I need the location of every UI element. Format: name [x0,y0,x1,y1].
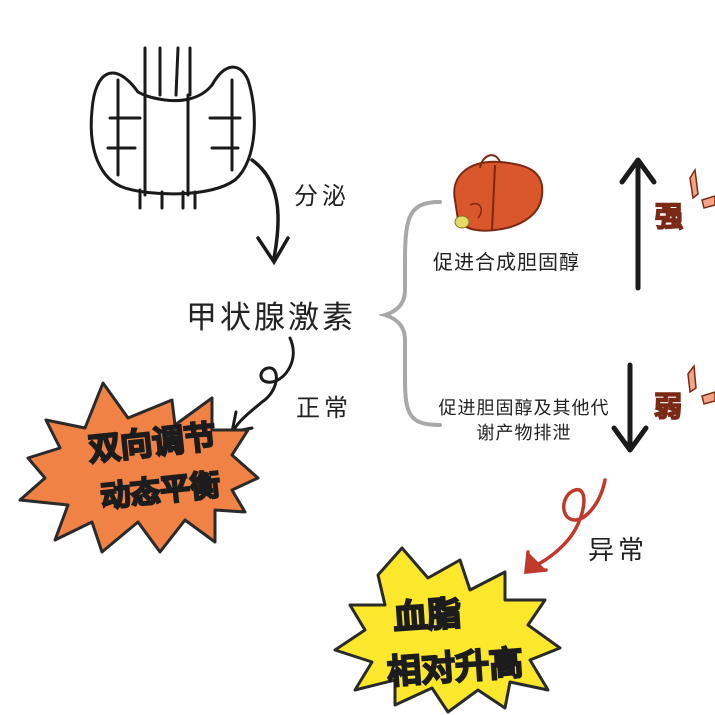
center-label: 甲状腺激素 [186,300,356,336]
down-arrow [611,362,649,453]
branch-brace [378,200,442,427]
up-arrow [619,157,657,291]
thyroid-icon [89,46,256,210]
branch-top-text: 促进合成胆固醇 [433,250,580,274]
liver-icon [453,154,544,232]
abnormal-curl-arrow [524,478,607,574]
tag-strong: 强 [654,199,684,234]
secrete-label: 分泌 [294,182,350,210]
tag-marks [687,167,715,405]
branch-bottom-text: 促进胆固醇及其他代谢产物排泄 [438,398,610,444]
yellow-burst-line1: 血脂 [391,593,464,640]
yellow-burst [333,546,562,714]
abnormal-label: 异常 [588,536,649,566]
tag-weak: 弱 [653,389,683,424]
secrete-arrow [250,158,290,266]
orange-burst [18,381,260,554]
normal-label: 正常 [296,394,352,422]
